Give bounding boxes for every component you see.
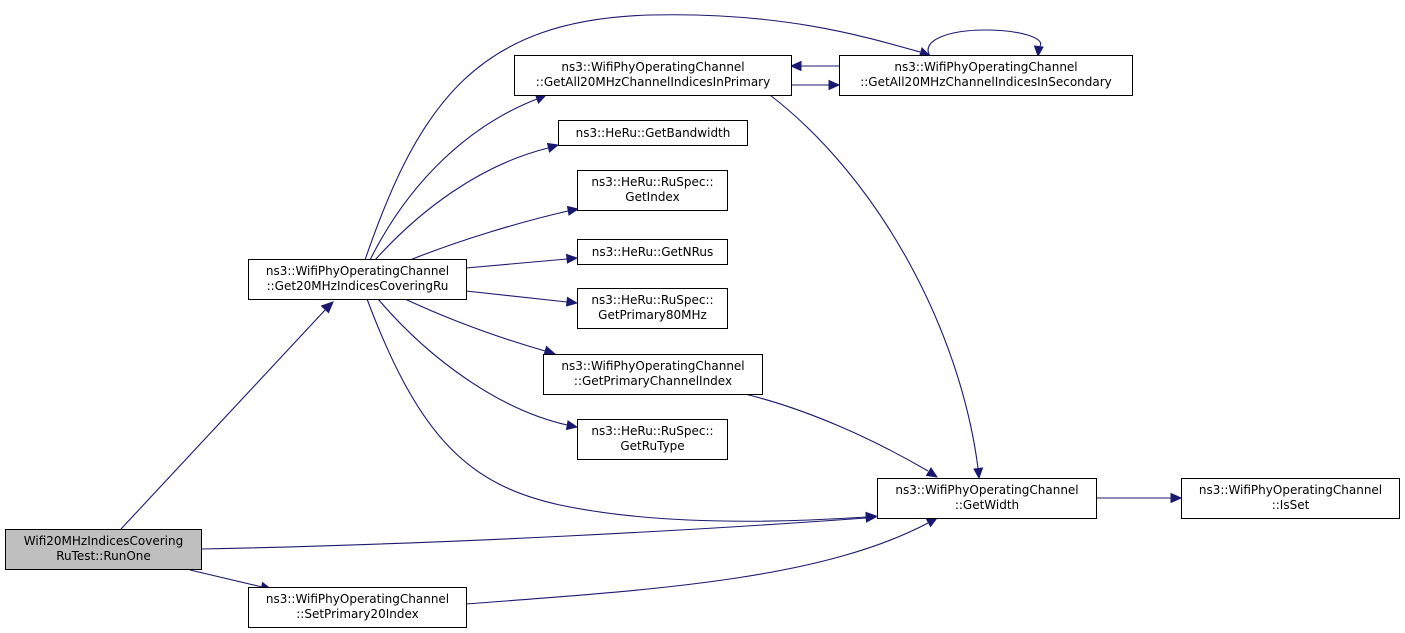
node-getwidth-line-1: ns3::WifiPhyOperatingChannel bbox=[895, 483, 1078, 497]
node-setprimary20index-line-2: ::SetPrimary20Index bbox=[296, 607, 418, 621]
node-getall20mhzchannelindicesinprimary[interactable]: ns3::WifiPhyOperatingChannel ::GetAll20M… bbox=[514, 55, 792, 96]
node-getall20mhzchannelindicesinsecondary[interactable]: ns3::WifiPhyOperatingChannel ::GetAll20M… bbox=[839, 55, 1133, 96]
node-getrutype[interactable]: ns3::HeRu::RuSpec:: GetRuType bbox=[577, 419, 728, 460]
edge-getallprimary-to-getwidth bbox=[769, 94, 984, 480]
node-getprimary80mhz-line-2: GetPrimary80MHz bbox=[598, 308, 707, 322]
edge-setprimary20index-to-getwidth bbox=[465, 517, 939, 605]
nodes: Wifi20MHzIndicesCovering RuTest::RunOne … bbox=[5, 55, 1400, 628]
node-get20mhzindicescoveringru[interactable]: ns3::WifiPhyOperatingChannel ::Get20MHzI… bbox=[248, 259, 467, 300]
edge-get20-to-getwidth bbox=[366, 298, 878, 522]
node-runone-line-1: Wifi20MHzIndicesCovering bbox=[24, 534, 183, 548]
node-getall20mhzchannelindicesinprimary-line-2: ::GetAll20MHzChannelIndicesInPrimary bbox=[536, 75, 770, 89]
node-getindex-line-1: ns3::HeRu::RuSpec:: bbox=[591, 175, 713, 189]
edges bbox=[120, 14, 1183, 605]
node-getindex[interactable]: ns3::HeRu::RuSpec:: GetIndex bbox=[577, 170, 728, 211]
edge-get20-to-getnrus bbox=[465, 253, 579, 269]
edge-runone-to-getwidth bbox=[201, 512, 878, 550]
edge-get20-to-getrutype bbox=[377, 298, 579, 431]
node-runone-line-2: RuTest::RunOne bbox=[56, 549, 151, 563]
edge-runone-to-get20mhzindicescoveringru bbox=[120, 301, 334, 530]
node-isset-line-1: ns3::WifiPhyOperatingChannel bbox=[1199, 483, 1382, 497]
node-get20mhzindicescoveringru-line-2: ::Get20MHzIndicesCoveringRu bbox=[267, 279, 449, 293]
node-isset[interactable]: ns3::WifiPhyOperatingChannel ::IsSet bbox=[1181, 478, 1400, 519]
edge-get20-to-getprimary80mhz bbox=[465, 290, 579, 307]
node-getprimary80mhz[interactable]: ns3::HeRu::RuSpec:: GetPrimary80MHz bbox=[577, 288, 728, 329]
node-getprimarychannelindex-line-1: ns3::WifiPhyOperatingChannel bbox=[561, 359, 744, 373]
node-getbandwidth-line-1: ns3::HeRu::GetBandwidth bbox=[576, 126, 731, 140]
node-getwidth[interactable]: ns3::WifiPhyOperatingChannel ::GetWidth bbox=[877, 478, 1097, 519]
node-getbandwidth[interactable]: ns3::HeRu::GetBandwidth bbox=[558, 120, 748, 146]
node-getrutype-line-1: ns3::HeRu::RuSpec:: bbox=[591, 424, 713, 438]
node-getnrus-line-1: ns3::HeRu::GetNRus bbox=[592, 245, 714, 259]
node-getall20mhzchannelindicesinprimary-line-1: ns3::WifiPhyOperatingChannel bbox=[561, 60, 744, 74]
node-getprimarychannelindex-line-2: ::GetPrimaryChannelIndex bbox=[574, 374, 732, 388]
edge-get20-to-getbandwidth bbox=[374, 142, 560, 261]
edge-getallsecondary-to-getallprimary bbox=[789, 60, 839, 72]
node-getwidth-line-2: ::GetWidth bbox=[955, 498, 1019, 512]
edge-get20-to-getprimarychannelindex bbox=[404, 298, 557, 356]
edge-get20-to-getindex bbox=[409, 205, 580, 261]
node-getprimary80mhz-line-1: ns3::HeRu::RuSpec:: bbox=[591, 293, 713, 307]
node-getrutype-line-2: GetRuType bbox=[620, 439, 684, 453]
node-setprimary20index-line-1: ns3::WifiPhyOperatingChannel bbox=[266, 592, 449, 606]
edge-getprimarychannelindex-to-getwidth bbox=[744, 393, 939, 478]
node-getall20mhzchannelindicesinsecondary-line-2: ::GetAll20MHzChannelIndicesInSecondary bbox=[860, 75, 1112, 89]
node-getall20mhzchannelindicesinsecondary-line-1: ns3::WifiPhyOperatingChannel bbox=[894, 60, 1077, 74]
node-setprimary20index[interactable]: ns3::WifiPhyOperatingChannel ::SetPrimar… bbox=[248, 587, 467, 628]
node-runone[interactable]: Wifi20MHzIndicesCovering RuTest::RunOne bbox=[5, 529, 202, 570]
edge-getwidth-to-isset bbox=[1096, 492, 1183, 504]
edge-getallsecondary-self-loop bbox=[927, 29, 1044, 58]
node-getnrus[interactable]: ns3::HeRu::GetNRus bbox=[577, 239, 728, 265]
edge-get20-to-getallprimary bbox=[369, 93, 548, 261]
edge-getallprimary-to-getallsecondary bbox=[791, 79, 841, 91]
node-getindex-line-2: GetIndex bbox=[625, 190, 679, 204]
node-get20mhzindicescoveringru-line-1: ns3::WifiPhyOperatingChannel bbox=[266, 264, 449, 278]
node-isset-line-2: ::IsSet bbox=[1272, 498, 1310, 512]
node-getprimarychannelindex[interactable]: ns3::WifiPhyOperatingChannel ::GetPrimar… bbox=[543, 354, 763, 395]
